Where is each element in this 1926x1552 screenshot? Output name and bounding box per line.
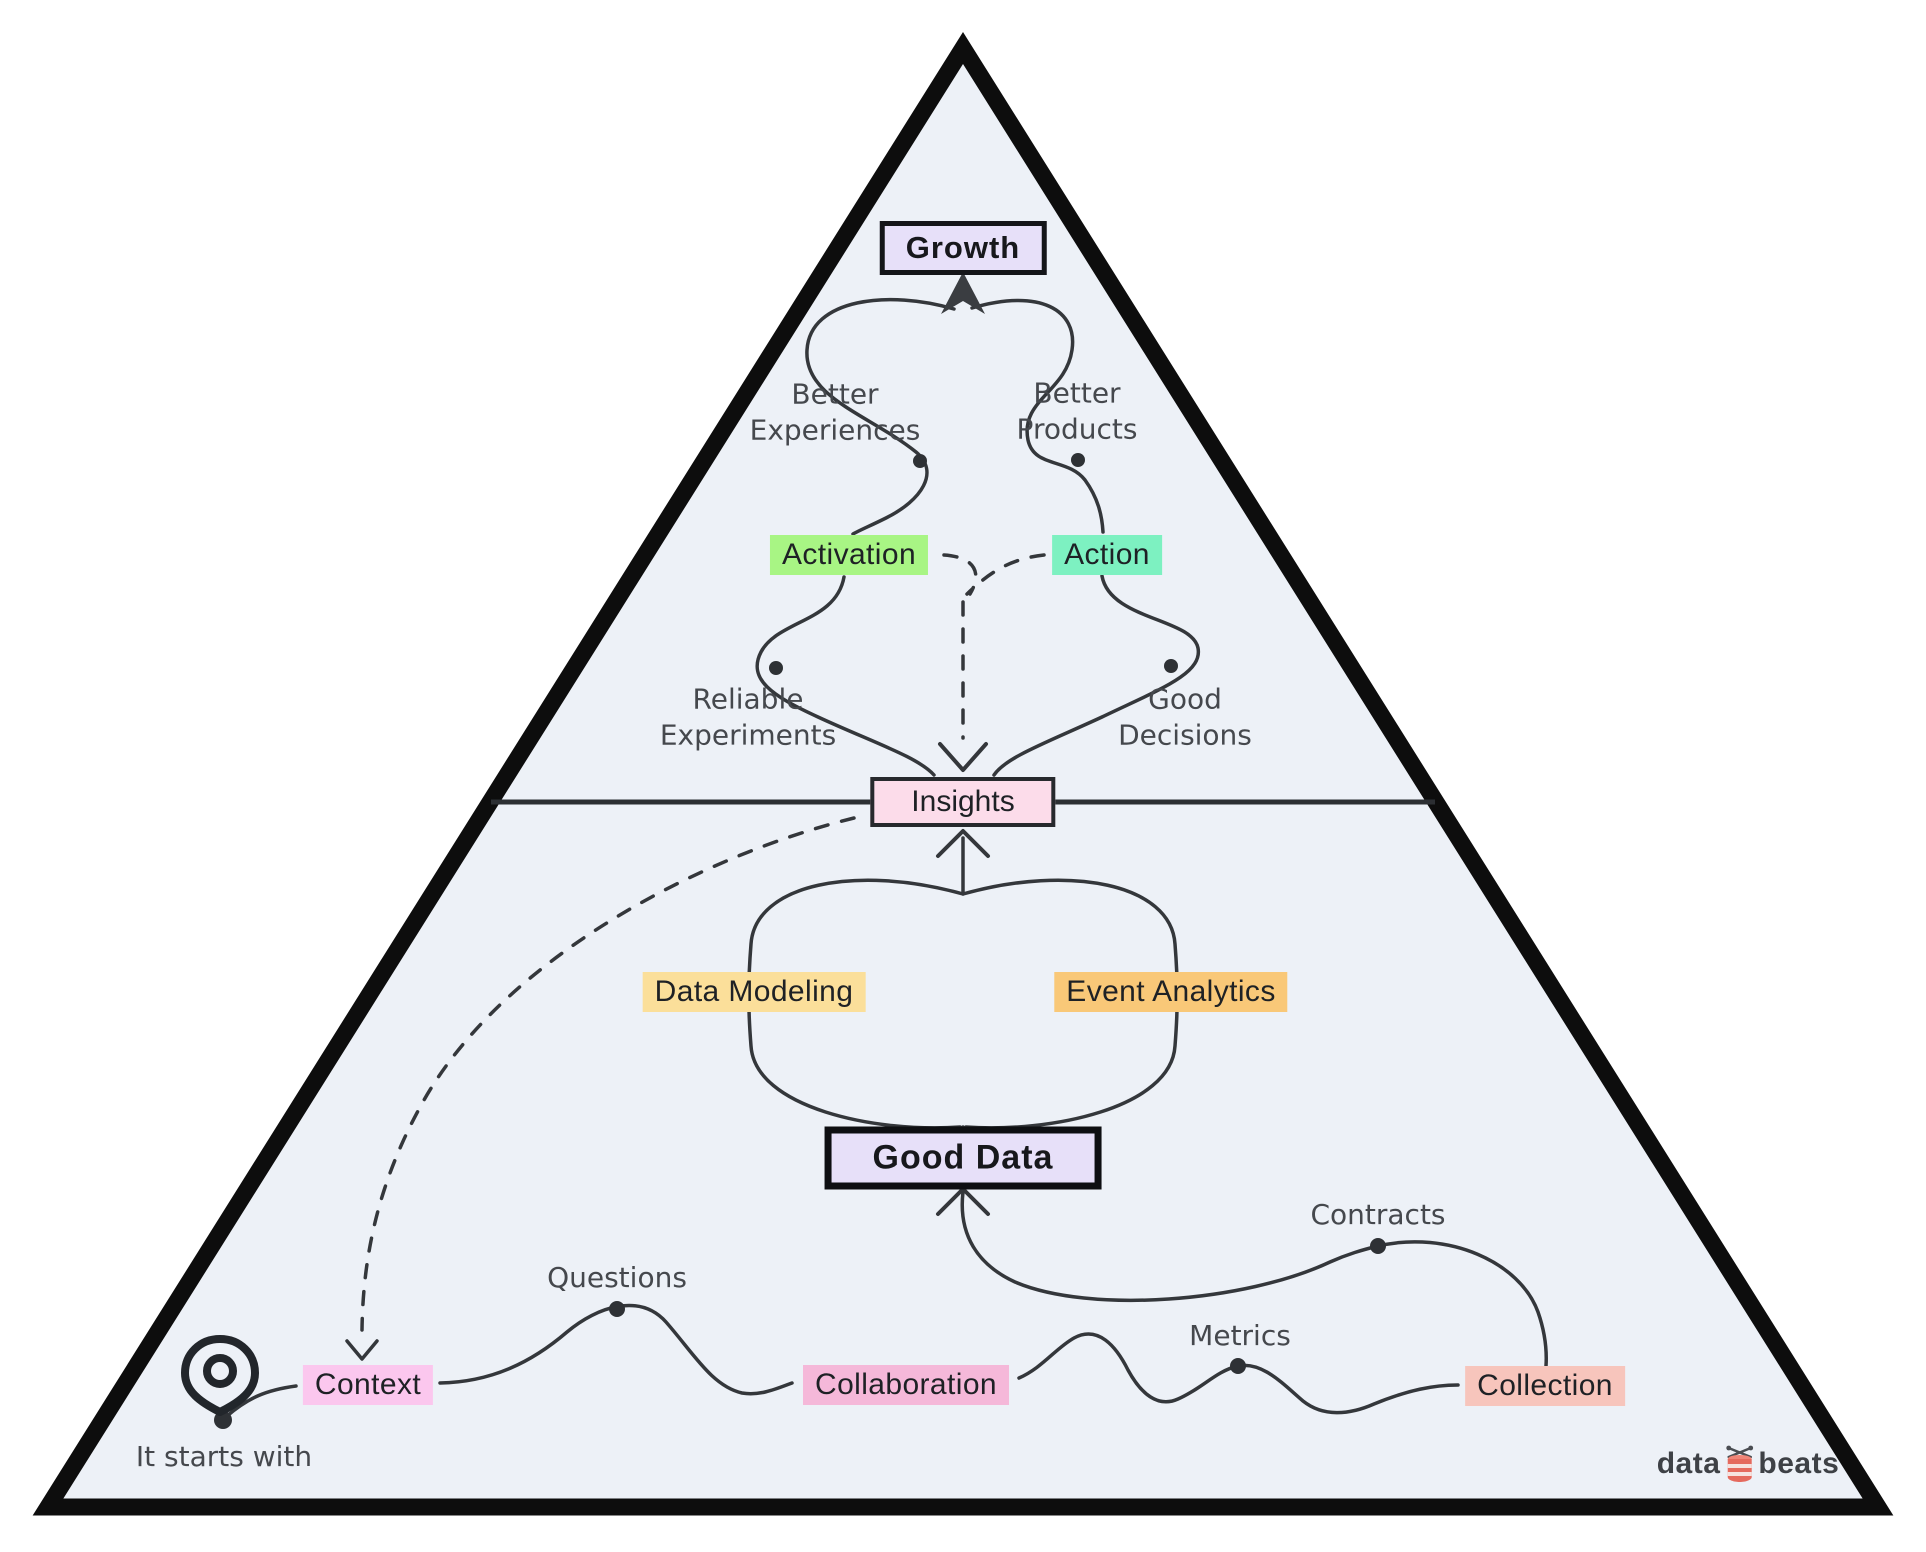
better-experiences-label: Better Experiences bbox=[749, 377, 921, 447]
insights-bottom-arrowhead-icon bbox=[936, 829, 990, 858]
context-arrowhead-icon bbox=[345, 1339, 379, 1361]
better-products-label: Better Products bbox=[1016, 376, 1138, 446]
location-pin-icon bbox=[181, 1335, 259, 1416]
waypoint-dots bbox=[214, 453, 1386, 1429]
insights-top-arrowhead-icon bbox=[938, 742, 988, 772]
event-analytics-highlight: Event Analytics bbox=[1054, 972, 1288, 1012]
growth-box: Growth bbox=[879, 221, 1047, 275]
context-highlight: Context bbox=[302, 1365, 434, 1405]
flow-line-collaboration-collection bbox=[1017, 1332, 1460, 1415]
flow-line-context-collaboration bbox=[438, 1303, 794, 1396]
flow-line-pin-context bbox=[225, 1384, 298, 1418]
growth-arrowhead-icon bbox=[941, 272, 985, 314]
collection-highlight: Collection bbox=[1465, 1366, 1625, 1406]
flow-line-growth-activation bbox=[805, 297, 956, 536]
action-highlight: Action bbox=[1052, 535, 1162, 575]
good-data-box: Good Data bbox=[824, 1126, 1102, 1190]
logo-text-beats: beats bbox=[1758, 1447, 1840, 1480]
dashed-line-action-branch bbox=[965, 553, 1046, 596]
metrics-label: Metrics bbox=[1189, 1318, 1291, 1352]
activation-highlight: Activation bbox=[769, 535, 929, 575]
flow-line-collection-gooddata bbox=[960, 1190, 1548, 1368]
data-modeling-highlight: Data Modeling bbox=[642, 972, 866, 1012]
good-decisions-label: Good Decisions bbox=[1118, 682, 1252, 752]
questions-label: Questions bbox=[547, 1260, 687, 1294]
flow-line-activation-insights bbox=[755, 575, 936, 777]
collaboration-highlight: Collaboration bbox=[803, 1365, 1009, 1405]
dashed-line-insights-context bbox=[360, 816, 856, 1332]
databeats-logo: data beats bbox=[1657, 1445, 1840, 1483]
logo-text-data: data bbox=[1656, 1447, 1721, 1480]
it-starts-with-label: It starts with bbox=[135, 1439, 313, 1473]
insights-box: Insights bbox=[870, 777, 1056, 827]
contracts-label: Contracts bbox=[1310, 1197, 1446, 1231]
flow-line-growth-action bbox=[970, 298, 1105, 534]
reliable-experiments-label: Reliable Experiments bbox=[659, 682, 837, 752]
flow-line-action-insights bbox=[992, 574, 1200, 777]
drum-icon bbox=[1723, 1445, 1755, 1483]
